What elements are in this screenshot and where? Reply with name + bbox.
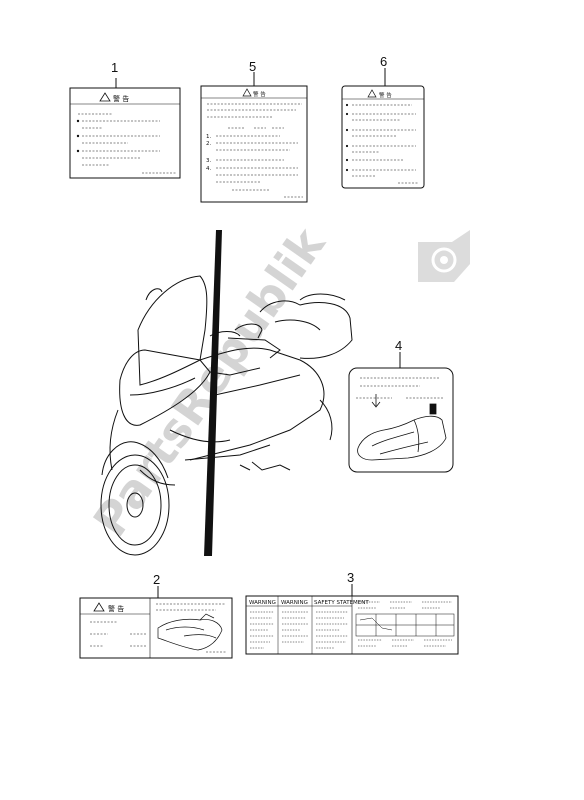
gear-icon	[418, 230, 470, 282]
list-num-2: 2.	[206, 141, 211, 147]
callout-1: 1	[111, 60, 118, 75]
label3-head-3: SAFETY STATEMENT	[314, 600, 369, 606]
list-num-3: 3.	[206, 158, 211, 164]
label3-head-2: WARNING	[281, 600, 308, 606]
callout-4: 4	[395, 338, 402, 353]
callout-6: 6	[380, 54, 387, 69]
warning-title-5: 警 告	[253, 90, 266, 98]
list-num-1: 1.	[206, 134, 211, 140]
warning-triangle-icon	[99, 92, 111, 102]
seat-drawing	[357, 403, 447, 461]
label-1[interactable]: 1 警 告	[69, 60, 181, 179]
label3-head-1: WARNING	[249, 600, 276, 606]
callout-3: 3	[347, 570, 354, 585]
label-5[interactable]: 5 警 告 1. 2. 3. 4.	[200, 59, 308, 203]
label-2[interactable]: 2 警 告	[79, 572, 233, 659]
warning-title: 警 告	[113, 94, 129, 103]
warning-title-2: 警 告	[108, 604, 124, 613]
list-num-4: 4.	[206, 166, 211, 172]
arrow-down-icon	[371, 394, 381, 408]
label-4[interactable]: 4	[348, 338, 454, 473]
label-3[interactable]: 3 WARNING WARNING SAFETY STATEMENT	[245, 570, 459, 655]
callout-5: 5	[249, 59, 256, 74]
label-6[interactable]: 6 警 告	[341, 54, 425, 189]
scooter-illustration	[100, 275, 353, 556]
leader-line	[204, 230, 222, 556]
warning-title-6: 警 告	[379, 91, 392, 99]
callout-2: 2	[153, 572, 160, 587]
scooter-sketch	[157, 613, 223, 651]
